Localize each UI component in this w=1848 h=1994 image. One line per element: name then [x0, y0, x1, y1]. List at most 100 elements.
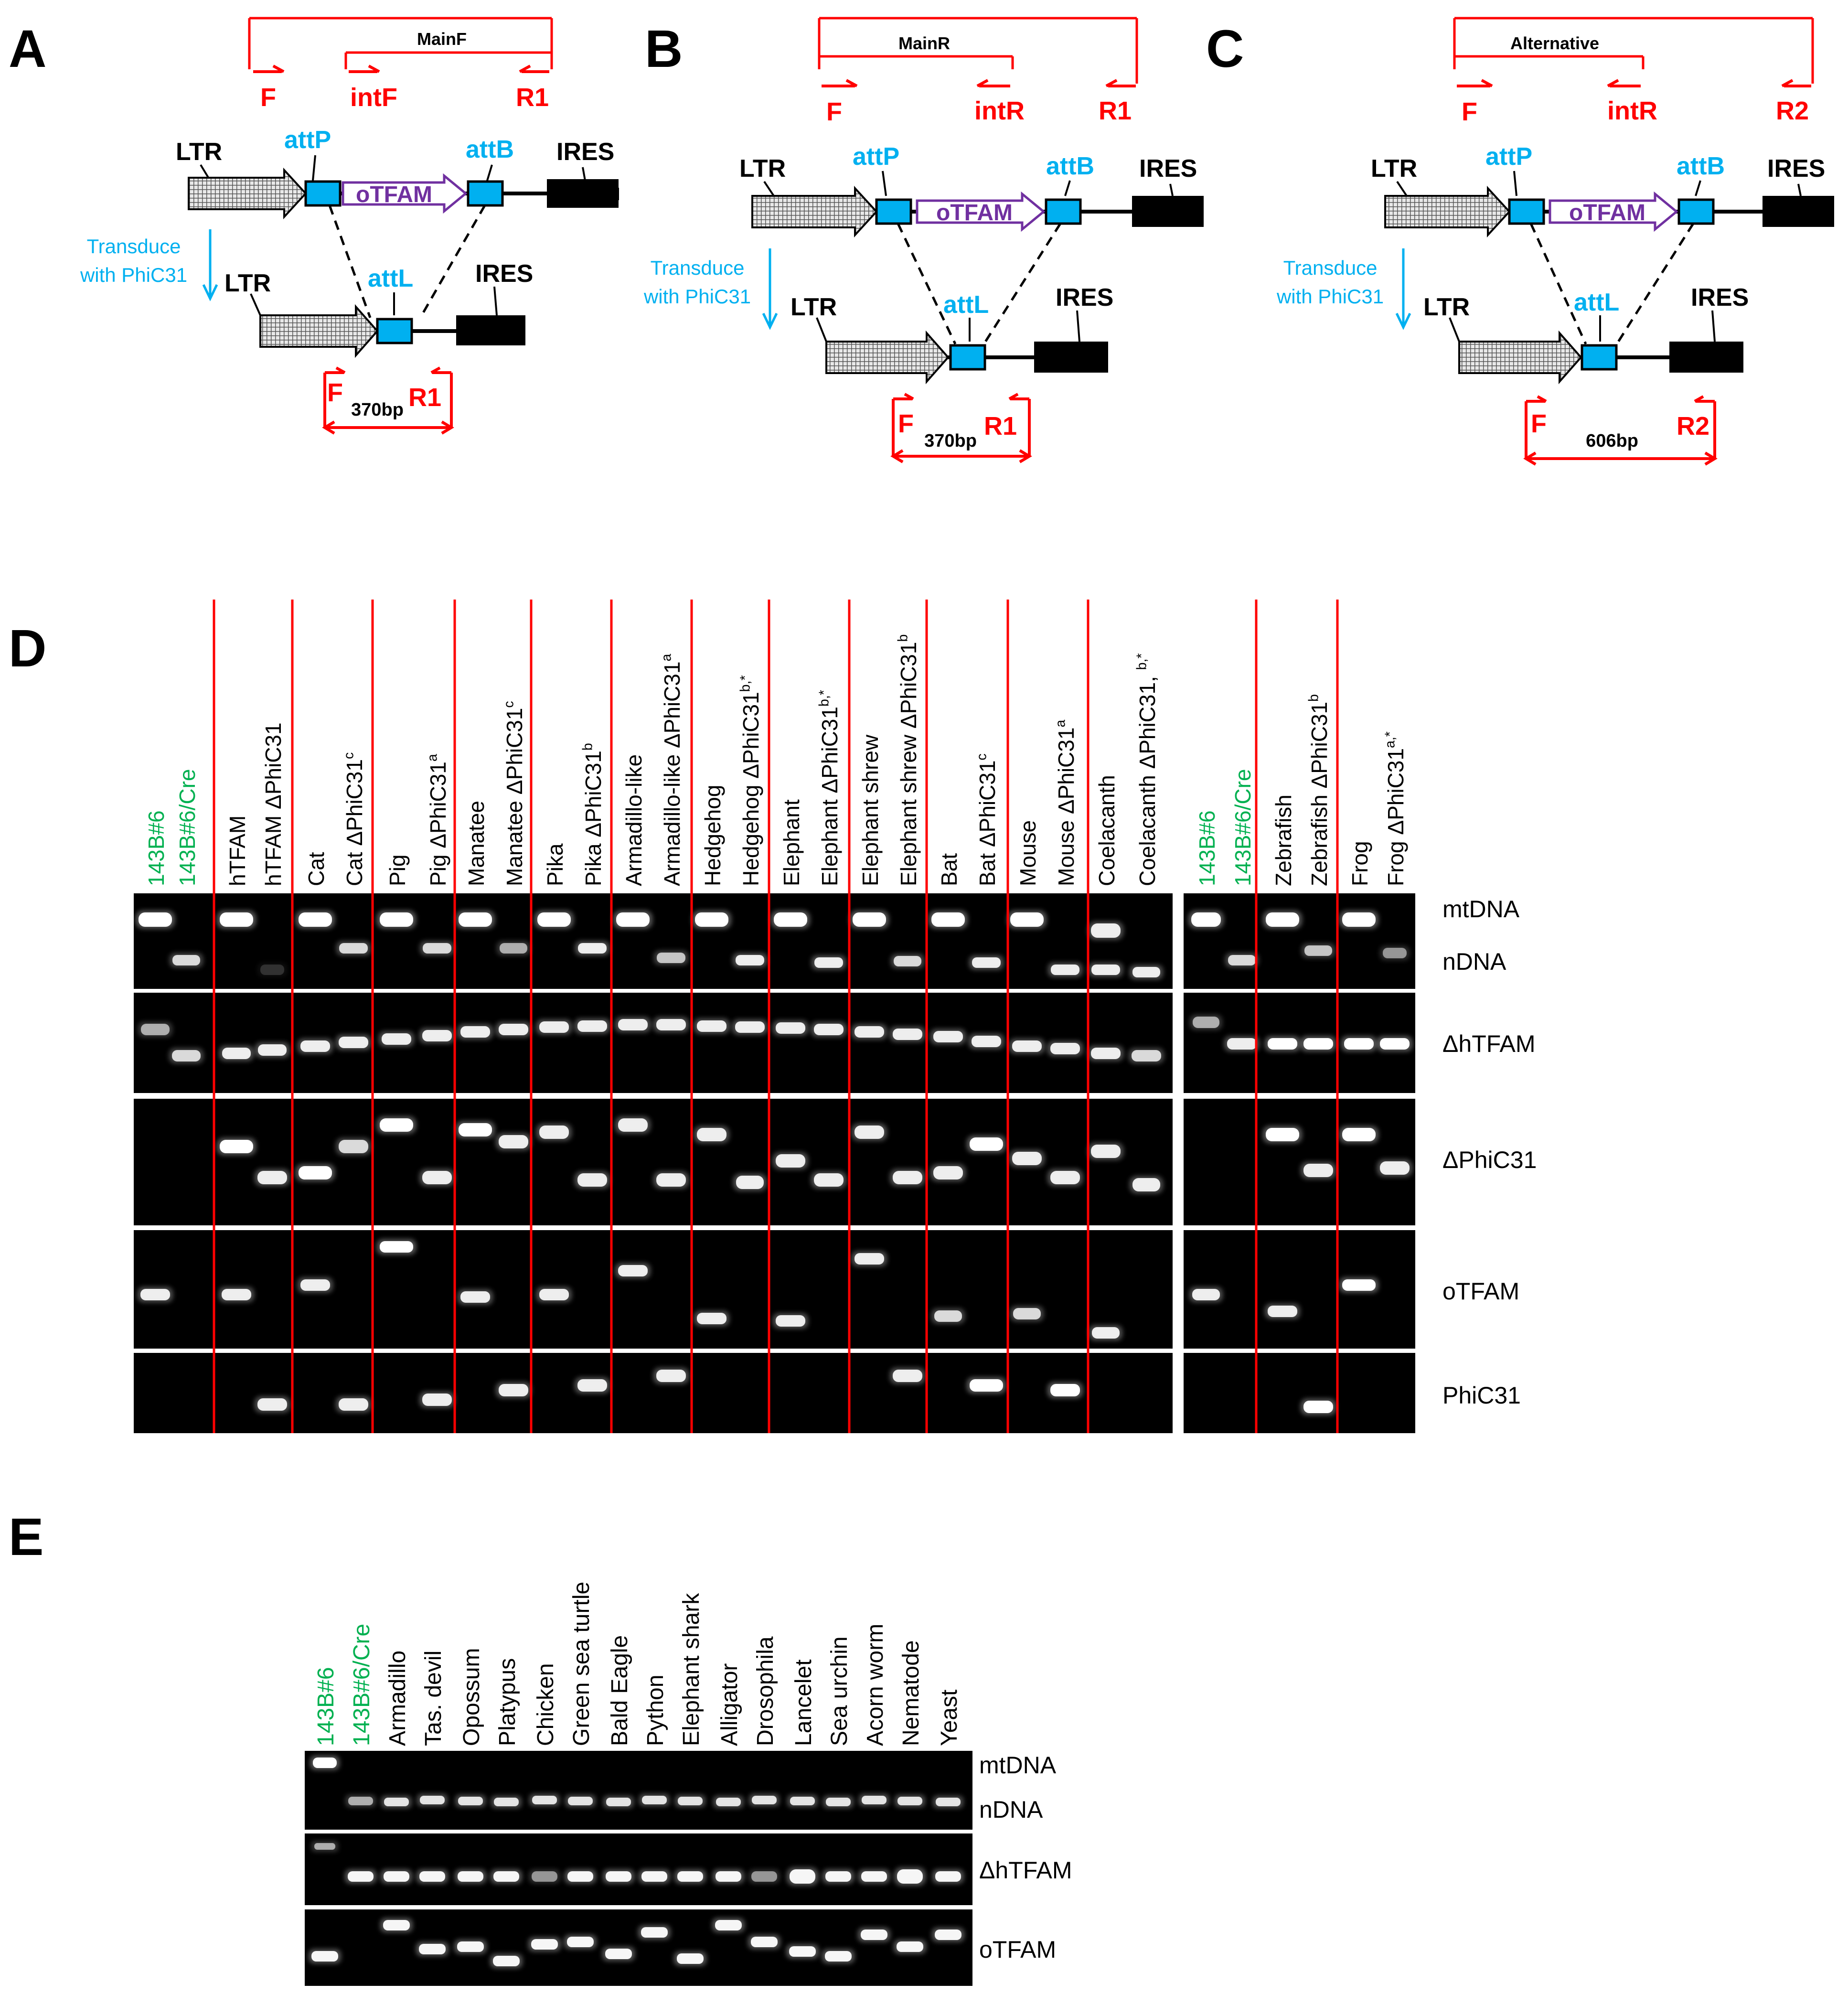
attb-label: attB [1046, 152, 1094, 180]
lane-label: hTFAM [225, 815, 250, 886]
e-lane-label: Tas. devil [421, 1651, 446, 1746]
primer-half-arrow-icon [822, 79, 1136, 87]
lane-label-superscript: a,* [1383, 731, 1398, 748]
dphic31-band [377, 1116, 416, 1134]
transduce-with-label: with PhiC31 [1276, 285, 1384, 308]
otfam-band [1089, 1325, 1122, 1340]
dhtfam-right-band [1224, 1036, 1260, 1051]
ires-box-icon [1763, 196, 1834, 227]
bracket-label: MainF [417, 29, 467, 49]
otfam-band [458, 1289, 493, 1305]
lane-label: Mouse ΔPhiC31a [1053, 720, 1079, 886]
lane-label-superscript: b,* [738, 675, 753, 692]
otfam-band [694, 1311, 729, 1326]
dhtfam-band [811, 1022, 846, 1037]
lane-label: Elephant ΔPhiC31b,* [817, 690, 842, 886]
ndna-right-band [1302, 943, 1335, 958]
gel-strip-phic31 [134, 1353, 1173, 1433]
primer-half-arrow-icon [253, 64, 549, 73]
ires-box-icon-2 [1034, 342, 1108, 373]
mtdna-right-band [1263, 911, 1302, 929]
amplicon-size: 370bp [924, 431, 977, 451]
lane-label-superscript: a [1053, 720, 1068, 728]
dhtfam-right-band [1301, 1036, 1336, 1051]
e-ndna-band [895, 1795, 925, 1807]
e-dhtfam-band [381, 1869, 412, 1884]
phic31-band [890, 1368, 925, 1384]
primer-bracket-inner [344, 51, 552, 69]
lane-label: Cat [304, 852, 329, 886]
dphic31-band [1130, 1176, 1163, 1193]
gel-strip-mtdna-ndna-right [1184, 893, 1415, 989]
phic31-band [653, 1368, 689, 1384]
dphic31-band [217, 1138, 256, 1155]
dhtfam-band [219, 1046, 254, 1061]
e-lane-label: 143B#6 [313, 1667, 339, 1747]
ndna-band [812, 955, 846, 970]
e-otfam-band [528, 1937, 561, 1951]
e-otfam-band [416, 1942, 449, 1956]
attb-site-icon [1045, 198, 1082, 225]
attb-site-icon [467, 180, 504, 207]
lane-label-superscript: b,* [1134, 653, 1150, 670]
ndna-band [497, 941, 530, 955]
e-otfam-band [309, 1949, 341, 1963]
e-dhtfam-band [787, 1867, 818, 1886]
e-dhtfam-band [455, 1869, 486, 1884]
lane-label: Armadillo-like [621, 754, 646, 886]
ltr-label: LTR [1371, 155, 1417, 182]
mtdna-right-band [1188, 911, 1224, 929]
mtdna-band [296, 911, 335, 929]
lane-label-right: Zebrafish [1271, 794, 1296, 886]
panel-letter-e: E [9, 1508, 43, 1566]
ndna-band [420, 941, 454, 955]
phic31-right-band [1301, 1399, 1336, 1415]
e-ndna-band [565, 1795, 596, 1807]
dhtfam-band [298, 1039, 333, 1054]
lane-label-superscript: b [1306, 694, 1322, 702]
otfam-band [615, 1263, 651, 1278]
lane-label: Hedgehog ΔPhiC31b,* [738, 675, 763, 886]
ires-label-2: IRES [475, 260, 533, 288]
dphic31-band [930, 1164, 966, 1181]
e-dhtfam-band [748, 1869, 780, 1884]
attp-site-icon [1508, 198, 1545, 225]
phic31-band [419, 1392, 455, 1408]
ires-label-2: IRES [1056, 284, 1113, 311]
primer-bracket-outer [248, 17, 553, 69]
ires-box-icon [1132, 196, 1204, 227]
dhtfam-band [255, 1042, 289, 1058]
dphic31-band [852, 1124, 887, 1141]
mtdna-band [456, 911, 495, 929]
dphic31-band [536, 1124, 572, 1141]
mtdna-band [377, 911, 416, 929]
e-lane-label: Alligator [717, 1663, 742, 1746]
otfam-band [298, 1277, 333, 1293]
e-otfam-band [786, 1944, 819, 1959]
lane-label-superscript: a [659, 654, 674, 662]
dhtfam-band [536, 1019, 572, 1035]
transduce-arrow-icon [1395, 248, 1411, 330]
e-otfam-band [822, 1949, 855, 1963]
dhtfam-band [1047, 1041, 1083, 1056]
otfam-label: oTFAM [936, 200, 1013, 225]
attl-label: attL [943, 291, 989, 319]
lane-label: Coelacanth ΔPhiC31, b,* [1134, 653, 1160, 886]
dphic31-band [296, 1164, 335, 1181]
lane-label: Elephant shrew ΔPhiC31b [896, 634, 921, 886]
lane-label-superscript: c [342, 752, 357, 759]
dhtfam-right-band [1265, 1036, 1300, 1051]
attp-label: attP [853, 143, 899, 171]
dhtfam-band [732, 1019, 768, 1035]
attl-label: attL [368, 265, 413, 292]
lane-label: Manatee ΔPhiC31c [502, 701, 527, 886]
e-ndna-band [639, 1794, 670, 1806]
row-label-mtdna: mtDNA [1442, 896, 1520, 922]
transduce-with-label: with PhiC31 [80, 264, 187, 286]
e-dhtfam-band [417, 1869, 448, 1884]
e-lane-label: Bald Eagle [607, 1635, 632, 1746]
e-ndna-band [859, 1794, 889, 1806]
e-dhtfam-band [639, 1869, 670, 1884]
gel-d-bands [136, 911, 1412, 1415]
